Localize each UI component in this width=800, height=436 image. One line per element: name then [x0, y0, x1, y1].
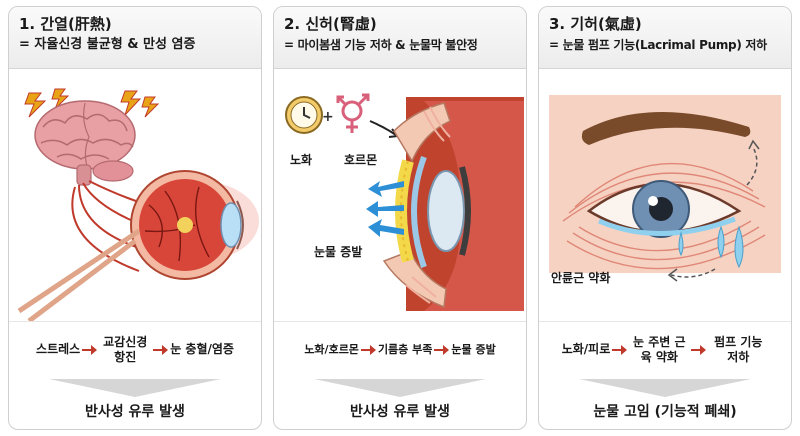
arrow-right-icon — [153, 344, 169, 355]
arrow-right-icon — [82, 344, 98, 355]
label-muscle: 안륜근 약화 — [551, 271, 611, 285]
panel-kidney-deficiency: 2. 신허(腎虛) = 마이봄샘 기능 저하 & 눈물막 불안정 + — [273, 6, 527, 430]
down-chevron-icon — [314, 379, 486, 397]
arrow-right-icon — [434, 344, 450, 355]
flow-step: 교감신경 항진 — [103, 334, 148, 364]
panel-header: 1. 간열(肝熱) = 자율신경 불균형 & 만성 염증 — [9, 7, 261, 69]
down-chevron-icon — [49, 379, 221, 397]
pointer-arrow — [369, 120, 397, 136]
panel-subtitle: = 눈물 펌프 기능(Lacrimal Pump) 저하 — [549, 38, 767, 52]
label-hormone: 호르몬 — [344, 153, 378, 167]
arrow-right-icon — [612, 344, 628, 355]
cause-flow: 스트레스 교감신경 항진 눈 충혈/염증 — [9, 321, 261, 377]
brain-icon — [34, 100, 136, 186]
panel-liver-heat: 1. 간열(肝熱) = 자율신경 불균형 & 만성 염증 — [8, 6, 262, 430]
panel-subtitle: = 마이봄샘 기능 저하 & 눈물막 불안정 — [284, 38, 478, 52]
lightning-icon — [24, 88, 160, 118]
result-text: 눈물 고임 (기능적 폐쇄) — [593, 404, 737, 420]
panel-header: 2. 신허(腎虛) = 마이봄샘 기능 저하 & 눈물막 불안정 — [274, 7, 526, 69]
panel-qi-deficiency: 3. 기허(氣虛) = 눈물 펌프 기능(Lacrimal Pump) 저하 — [538, 6, 792, 430]
panel-header: 3. 기허(氣虛) = 눈물 펌프 기능(Lacrimal Pump) 저하 — [539, 7, 791, 69]
eyebrow-icon — [581, 111, 751, 145]
panel-title: 2. 신허(腎虛) — [284, 15, 377, 33]
flow-step: 눈 주변 근육 약화 — [633, 334, 686, 364]
eye-cross-section-icon — [17, 170, 259, 321]
flow-step: 눈 충혈/염증 — [170, 342, 234, 356]
down-chevron-icon — [579, 379, 751, 397]
arrow-right-icon — [360, 344, 376, 355]
brain-eye-illustration — [17, 88, 259, 321]
flow-step: 노화/피로 — [561, 342, 611, 356]
panel-subtitle: = 자율신경 불균형 & 만성 염증 — [19, 37, 196, 52]
clock-icon — [285, 96, 323, 134]
flow-step: 노화/호르몬 — [304, 343, 359, 356]
flow-step: 스트레스 — [36, 342, 81, 356]
flow-step: 펌프 기능 저하 — [714, 334, 763, 364]
panel-title: 1. 간열(肝熱) — [19, 15, 112, 33]
gender-symbol-icon — [336, 93, 370, 133]
label-aging: 노화 — [290, 153, 313, 167]
eyelid-cross-section-icon — [382, 97, 524, 311]
panel-title: 3. 기허(氣虛) — [549, 15, 642, 33]
result-text: 반사성 유루 발생 — [85, 404, 185, 420]
label-evaporation: 눈물 증발 — [314, 245, 363, 259]
flow-step: 기름층 부족 — [377, 343, 433, 356]
svg-text:+: + — [322, 109, 334, 125]
watery-eye-illustration — [549, 95, 781, 282]
arrow-right-icon — [691, 344, 707, 355]
cause-flow: 노화/호르몬 기름층 부족 눈물 증발 — [274, 321, 526, 377]
eyelid-illustration: + — [285, 93, 524, 311]
tear-drop-icon — [678, 225, 744, 269]
watery-eye-icon — [586, 180, 742, 238]
evaporation-arrow-icon — [366, 181, 404, 237]
cause-flow: 노화/피로 눈 주변 근육 약화 펌프 기능 저하 — [539, 321, 791, 377]
result-text: 반사성 유루 발생 — [350, 404, 450, 420]
flow-step: 눈물 증발 — [451, 343, 496, 356]
